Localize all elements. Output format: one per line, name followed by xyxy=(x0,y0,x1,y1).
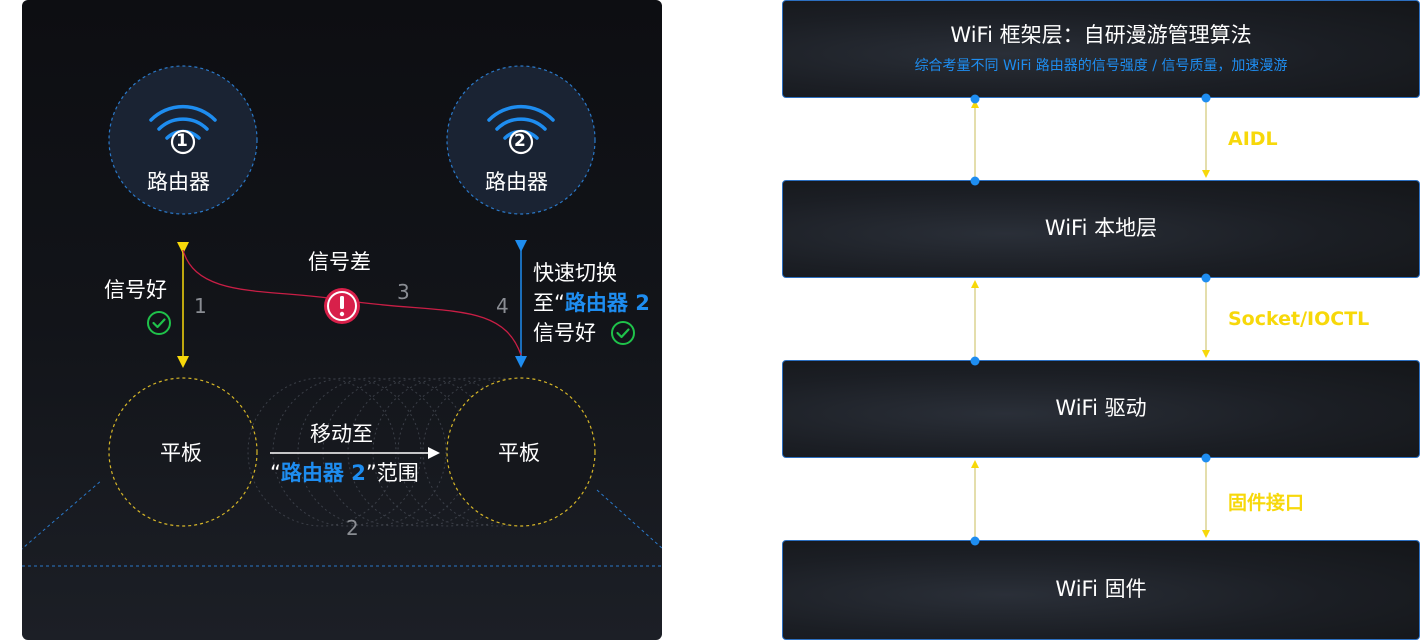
signal-bad-label: 信号差 xyxy=(308,250,371,274)
interface-aidl-label: AIDL xyxy=(1228,128,1278,150)
check-icon xyxy=(611,321,635,345)
fast-switch-target: 路由器 2 xyxy=(564,291,650,315)
check-icon xyxy=(147,311,171,335)
step-4-number: 4 xyxy=(496,294,509,318)
floor-edge xyxy=(22,479,103,550)
layer-driver: WiFi 驱动 xyxy=(782,360,1420,458)
layer-title: WiFi 驱动 xyxy=(1055,396,1147,421)
tablet-1-circle xyxy=(108,377,258,527)
connector-dot xyxy=(970,536,980,546)
step-3-number: 3 xyxy=(397,280,410,304)
connector-dot xyxy=(1201,273,1211,283)
connector-dot xyxy=(970,94,980,104)
step-2-number: 2 xyxy=(346,516,359,540)
fast-switch-line2: 至“路由器 2 xyxy=(533,293,650,314)
layer-native: WiFi 本地层 xyxy=(782,180,1420,278)
fast-switch-line1: 快速切换 xyxy=(533,261,617,285)
step-1-number: 1 xyxy=(194,294,207,318)
router-2-number: 2 xyxy=(514,131,526,151)
connector-dot xyxy=(1201,93,1211,103)
wifi-icon xyxy=(487,104,555,155)
layer-subtitle: 综合考量不同 WiFi 路由器的信号强度 / 信号质量，加速漫游 xyxy=(914,57,1288,74)
layer-title: WiFi 框架层：自研漫游管理算法 xyxy=(950,23,1252,48)
move-open-quote: “ xyxy=(270,461,281,485)
fast-switch-prefix: 至“ xyxy=(533,291,565,315)
move-close: ”范围 xyxy=(365,461,419,485)
alert-icon xyxy=(324,288,360,324)
connector-dot xyxy=(971,275,980,284)
router-1-label: 路由器 xyxy=(147,170,210,194)
tablet-2-label: 平板 xyxy=(498,441,540,465)
interface-firmware-label: 固件接口 xyxy=(1228,492,1305,514)
connector-dot xyxy=(970,356,980,366)
layer-title: WiFi 固件 xyxy=(1055,577,1147,602)
move-label-line1: 移动至 xyxy=(310,422,373,446)
router-1-number: 1 xyxy=(176,131,188,151)
interface-socket-ioctl-label: Socket/IOCTL xyxy=(1228,308,1370,330)
floor-edge xyxy=(596,489,662,549)
connector-dot xyxy=(1201,453,1211,463)
layer-framework: WiFi 框架层：自研漫游管理算法 综合考量不同 WiFi 路由器的信号强度 /… xyxy=(782,0,1420,98)
wifi-icon xyxy=(149,104,217,155)
router-2-label: 路由器 xyxy=(485,170,548,194)
move-label-line2: “路由器 2”范围 xyxy=(270,463,419,484)
connector-dot xyxy=(970,176,980,186)
signal-good-left-label: 信号好 xyxy=(104,278,167,302)
tablet-1-label: 平板 xyxy=(160,441,202,465)
layer-title: WiFi 本地层 xyxy=(1044,216,1158,241)
scenario-graphics xyxy=(22,65,662,567)
fast-switch-line3: 信号好 xyxy=(533,321,596,345)
tablet-2-circle xyxy=(446,377,596,527)
move-target: 路由器 2 xyxy=(280,461,366,485)
roaming-scenario-panel: 1 路由器 2 路由器 信号好 1 信号差 3 4 快速切换 至“路由器 2 信… xyxy=(22,0,662,640)
